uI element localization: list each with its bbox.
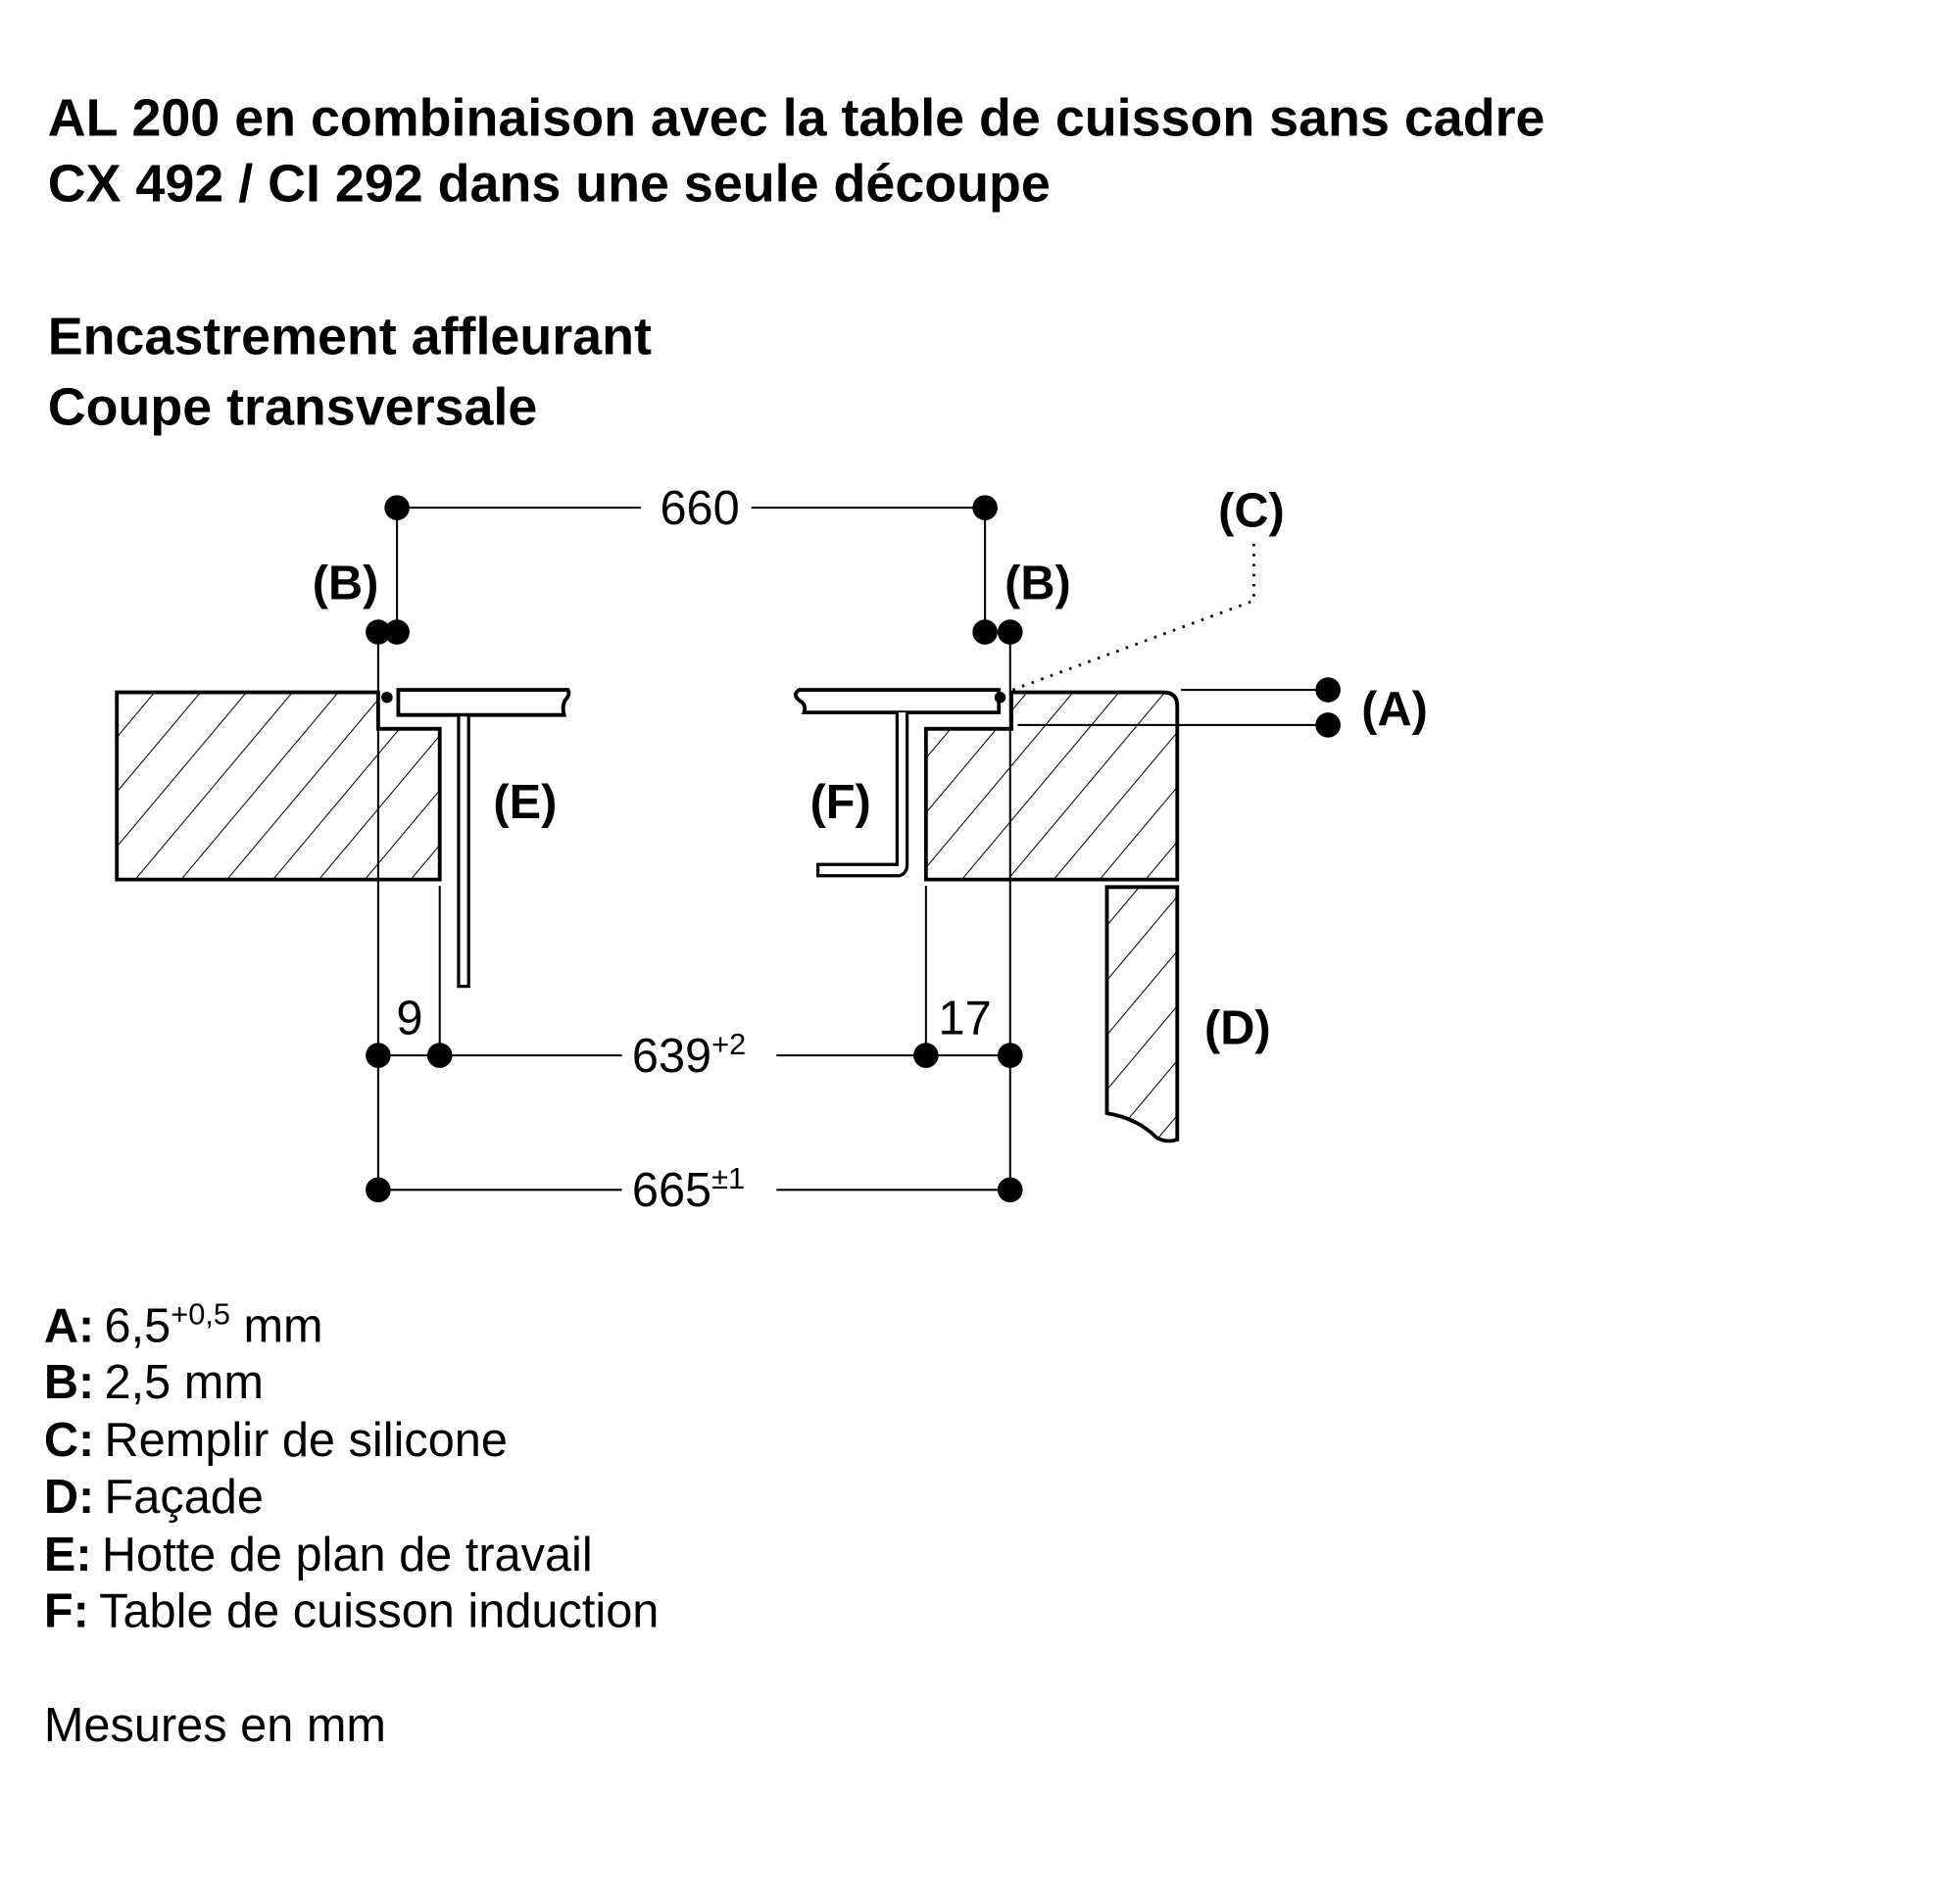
facade xyxy=(1104,885,1180,1143)
legend-item-e: E:Hotte de plan de travail xyxy=(44,1529,593,1581)
silicone-dot-left xyxy=(381,691,393,704)
dimension-665: 665±1 xyxy=(632,1161,745,1217)
dimension-lines xyxy=(376,507,1329,1191)
induction-hob-body xyxy=(816,712,909,878)
label-b-left: (B) xyxy=(313,558,379,610)
induction-hob-plate xyxy=(793,688,1002,715)
dimension-17: 17 xyxy=(939,992,992,1045)
legend-item-b: B:2,5 mm xyxy=(44,1356,264,1409)
silicone-dot-right xyxy=(994,691,1006,704)
units-note: Mesures en mm xyxy=(44,1699,386,1752)
worktop-hood-stem xyxy=(457,713,470,989)
legend-item-a: A:6,5+0,5 mm xyxy=(44,1296,323,1352)
label-d: (D) xyxy=(1204,1002,1271,1055)
legend: A:6,5+0,5 mm B:2,5 mm C:Remplir de silic… xyxy=(44,1296,660,1637)
dimension-9: 9 xyxy=(396,992,422,1045)
dimension-660: 660 xyxy=(660,482,739,535)
dimension-639: 639+2 xyxy=(632,1027,746,1083)
countertop-left xyxy=(115,690,442,882)
label-b-right: (B) xyxy=(1004,558,1071,610)
legend-item-d: D:Façade xyxy=(44,1471,264,1524)
title-line-2: CX 492 / CI 292 dans une seule découpe xyxy=(48,154,1051,213)
label-a: (A) xyxy=(1361,683,1428,736)
label-f: (F) xyxy=(810,776,871,829)
countertop-right xyxy=(923,690,1180,882)
worktop-hood-panel xyxy=(396,688,571,717)
legend-item-f: F:Table de cuisson induction xyxy=(44,1584,660,1637)
subtitle-line-2: Coupe transversale xyxy=(48,378,538,437)
dimension-dots xyxy=(366,495,1341,1203)
label-e: (E) xyxy=(493,776,557,829)
legend-item-c: C:Remplir de silicone xyxy=(44,1414,508,1467)
subtitle-line-1: Encastrement affleurant xyxy=(48,308,652,366)
label-c: (C) xyxy=(1218,484,1285,537)
title-line-1: AL 200 en combinaison avec la table de c… xyxy=(48,89,1545,148)
